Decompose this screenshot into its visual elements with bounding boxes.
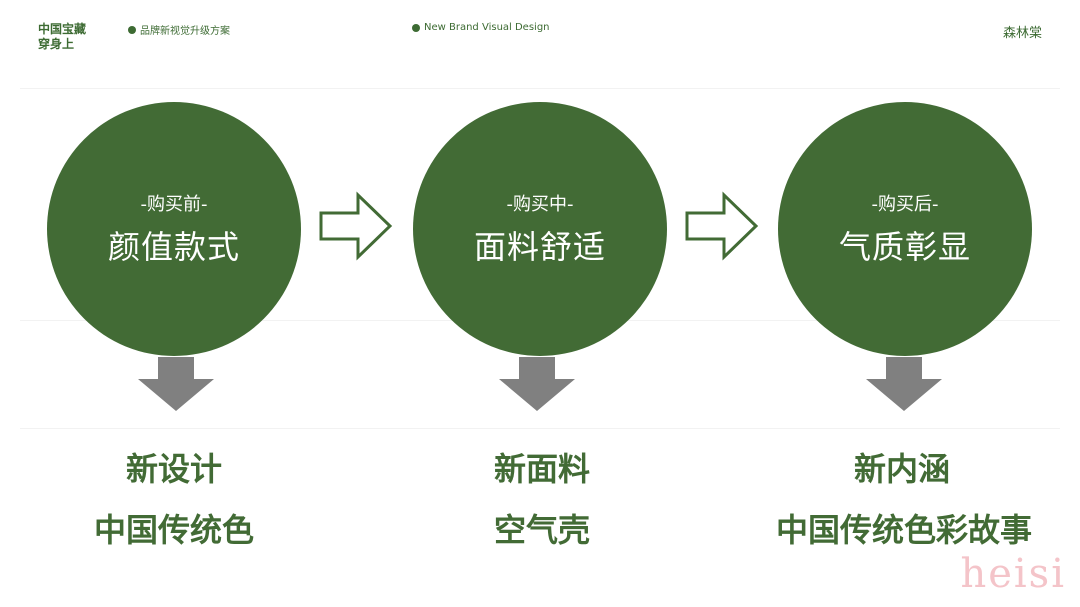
stage-main-label: 颜值款式 (107, 228, 240, 266)
arrow-down-icon (499, 357, 575, 411)
stage-circle-after: -购买后- 气质彰显 (778, 102, 1032, 356)
stage-sub-label: -购买前- (140, 194, 208, 215)
background-band (20, 88, 1060, 89)
tag-plan-label: 品牌新视觉升级方案 (140, 26, 230, 37)
tag-visual-design-label: New Brand Visual Design (424, 22, 550, 33)
stage-sub-label: -购买中- (506, 194, 574, 215)
arrow-down-icon (138, 357, 214, 411)
result-primary: 新面料 (493, 450, 590, 488)
stage-main-label: 气质彰显 (838, 228, 971, 266)
result-secondary: 中国传统色彩故事 (775, 511, 1032, 549)
tag-visual-design: New Brand Visual Design (412, 22, 550, 33)
result-secondary: 空气壳 (493, 511, 590, 549)
bullet-dot-icon (412, 23, 420, 32)
brand-line-1: 中国宝藏 (38, 22, 87, 36)
result-secondary: 中国传统色 (93, 511, 254, 549)
tag-plan: 品牌新视觉升级方案 (128, 22, 230, 37)
bullet-dot-icon (128, 25, 136, 34)
stage-main-label: 面料舒适 (473, 228, 606, 266)
stage-circle-during: -购买中- 面料舒适 (413, 102, 667, 356)
arrow-right-icon (685, 191, 759, 261)
brand-title: 中国宝藏 穿身上 (38, 22, 86, 52)
arrow-down-icon (866, 357, 942, 411)
background-band (20, 428, 1060, 429)
result-primary: 新内涵 (853, 450, 950, 488)
result-primary: 新设计 (125, 450, 222, 488)
watermark: heisi (960, 551, 1066, 597)
author-name: 森林棠 (1002, 26, 1042, 41)
brand-line-2: 穿身上 (38, 37, 75, 51)
arrow-right-icon (319, 191, 393, 261)
stage-circle-before: -购买前- 颜值款式 (47, 102, 301, 356)
stage-sub-label: -购买后- (871, 194, 939, 215)
